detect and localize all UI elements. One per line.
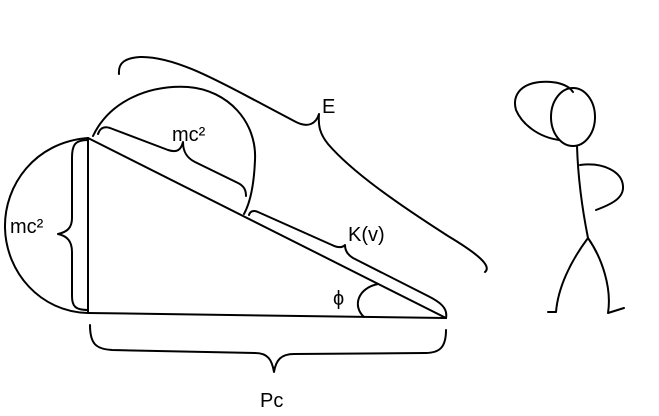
left-leg-circle-arc: [3, 137, 89, 314]
momentum-label: Pc: [260, 390, 283, 412]
stick-figure-raised-arm: [514, 80, 574, 141]
angle-arc: [356, 283, 379, 318]
kinetic-brace: [248, 210, 448, 319]
stick-figure: [514, 80, 625, 314]
energy-label: E: [322, 96, 335, 118]
stick-figure-torso: [576, 145, 589, 239]
left-leg-brace: [57, 139, 89, 311]
stick-figure-left-leg: [547, 237, 589, 313]
triangle-base: [87, 312, 447, 319]
angle-label: ϕ: [333, 288, 344, 310]
triangle: [87, 137, 447, 319]
left-leg-mc2-label: mc²: [10, 216, 44, 238]
stick-figure-head: [550, 87, 596, 147]
energy-brace: [117, 55, 488, 273]
stick-figure-right-leg: [587, 237, 625, 314]
hypotenuse-mc2-label: mc²: [172, 124, 206, 146]
kinetic-label: K(v): [348, 224, 385, 246]
momentum-brace: [89, 324, 447, 373]
triangle-hypotenuse: [87, 137, 447, 319]
hypotenuse-circle-arc: [92, 85, 257, 215]
hypotenuse-mc2-brace: [97, 126, 247, 197]
stick-figure-hip-arm: [579, 163, 625, 211]
